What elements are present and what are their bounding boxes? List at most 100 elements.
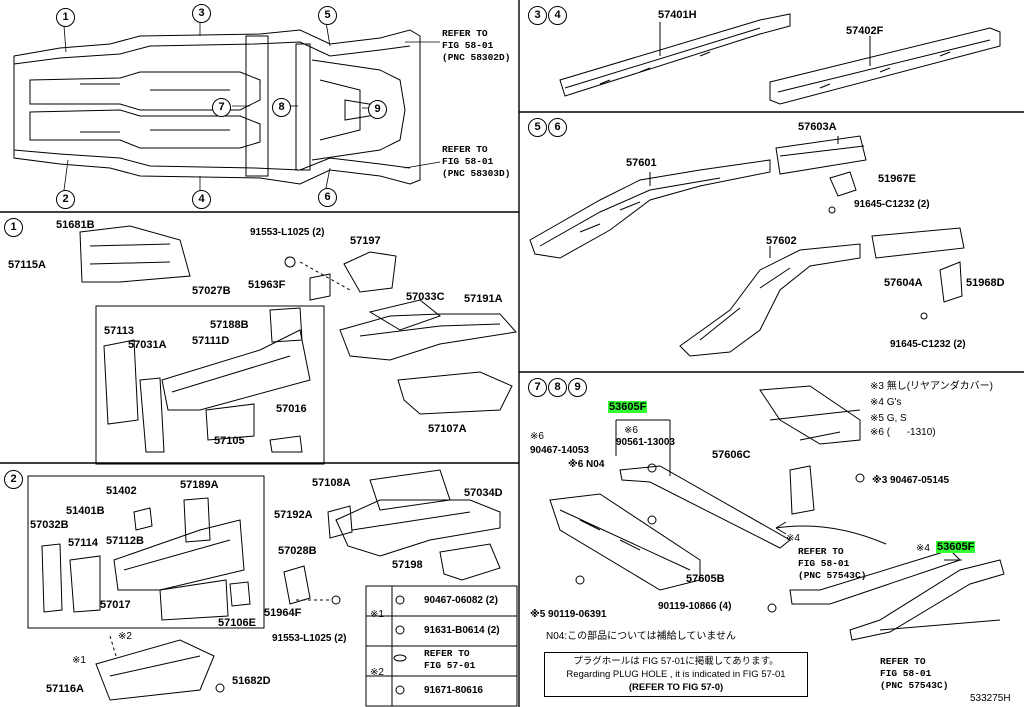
part-57402f[interactable]: 57402F — [846, 25, 884, 37]
part-57112b[interactable]: 57112B — [106, 535, 144, 547]
marker-7[interactable]: 7 — [212, 98, 231, 117]
head-marker-9: 9 — [568, 378, 587, 397]
marker-6[interactable]: 6 — [318, 188, 337, 207]
head-marker-7: 7 — [528, 378, 547, 397]
part-51681b[interactable]: 51681B — [56, 219, 95, 231]
mark-4-a: ※4 — [786, 533, 800, 544]
highlight-53605f-a[interactable]: 53605F — [608, 401, 648, 413]
mark-6-a: ※6 — [530, 431, 544, 442]
marker-5[interactable]: 5 — [318, 6, 337, 25]
note-mark-2: ※2 — [118, 631, 132, 642]
part-51968d[interactable]: 51968D — [966, 277, 1005, 289]
head-marker-3: 3 — [528, 6, 547, 25]
part-57197[interactable]: 57197 — [350, 235, 381, 247]
head-marker-8: 8 — [548, 378, 567, 397]
part-57198[interactable]: 57198 — [392, 559, 423, 571]
part-53605f-a[interactable]: 53605F — [608, 401, 648, 413]
rail-art-56 — [529, 135, 965, 357]
part-90467-05145[interactable]: ※3 90467-05145 — [872, 475, 950, 486]
part-57602[interactable]: 57602 — [766, 235, 797, 247]
section-head-34: 3 4 — [528, 6, 567, 25]
n04-note: N04:この部品については補給していません — [546, 631, 737, 642]
box-part-91631-b0614[interactable]: 91631-B0614 (2) — [424, 625, 500, 636]
part-57114[interactable]: 57114 — [68, 537, 98, 549]
part-n04[interactable]: ※6 N04 — [568, 459, 605, 470]
part-91553-l1025-a[interactable]: 91553-L1025 (2) — [250, 227, 325, 238]
part-57401h[interactable]: 57401H — [658, 9, 697, 21]
part-57031a[interactable]: 57031A — [128, 339, 167, 351]
part-91553-l1025-b[interactable]: 91553-L1025 (2) — [272, 633, 347, 644]
marker-8[interactable]: 8 — [272, 98, 291, 117]
marker-9[interactable]: 9 — [368, 100, 387, 119]
box-refer-57-01[interactable]: REFER TO FIG 57-01 — [424, 648, 476, 671]
part-53605f-b[interactable]: 53605F — [936, 541, 976, 553]
part-90119-06391[interactable]: ※5 90119-06391 — [530, 609, 607, 620]
mark-4-b: ※4 — [916, 543, 930, 554]
note-3: ※3 無し(リヤアンダカバー) — [870, 381, 993, 392]
part-51401b[interactable]: 51401B — [66, 505, 105, 517]
part-57107a[interactable]: 57107A — [428, 423, 467, 435]
refer-57543c-b[interactable]: REFER TO FIG 58-01 (PNC 57543C) — [880, 656, 949, 691]
part-57188b[interactable]: 57188B — [210, 319, 249, 331]
head-marker-6: 6 — [548, 118, 567, 137]
refer-58302d[interactable]: REFER TO FIG 58-01 (PNC 58302D) — [442, 28, 511, 63]
part-57116a[interactable]: 57116A — [46, 683, 84, 695]
marker-3[interactable]: 3 — [192, 4, 211, 23]
part-57016[interactable]: 57016 — [276, 403, 307, 415]
part-57113[interactable]: 57113 — [104, 325, 134, 337]
part-57108a[interactable]: 57108A — [312, 477, 351, 489]
part-57192a[interactable]: 57192A — [274, 509, 313, 521]
part-91645-c1232-b[interactable]: 91645-C1232 (2) — [890, 339, 966, 350]
part-51682d[interactable]: 51682D — [232, 675, 271, 687]
part-90119-10866[interactable]: 90119-10866 (4) — [658, 601, 732, 612]
section-head-1: 1 — [4, 218, 23, 237]
note-mark-1: ※1 — [72, 655, 86, 666]
part-57191a[interactable]: 57191A — [464, 293, 503, 305]
parts-art-789 — [549, 385, 1005, 641]
part-57106e[interactable]: 57106E — [218, 617, 256, 629]
part-51402[interactable]: 51402 — [106, 485, 137, 497]
part-57034d[interactable]: 57034D — [464, 487, 503, 499]
part-90467-14053[interactable]: 90467-14053 — [530, 445, 589, 456]
part-57601[interactable]: 57601 — [626, 157, 657, 169]
box-part-91671-80616[interactable]: 91671-80616 — [424, 685, 483, 696]
box-part-90467-06082[interactable]: 90467-06082 (2) — [424, 595, 498, 606]
marker-4[interactable]: 4 — [192, 190, 211, 209]
marker-2[interactable]: 2 — [56, 190, 75, 209]
part-57032b[interactable]: 57032B — [30, 519, 69, 531]
head-marker-5: 5 — [528, 118, 547, 137]
parts-art-2 — [27, 469, 518, 707]
head-marker-4: 4 — [548, 6, 567, 25]
section-head-56: 5 6 — [528, 118, 567, 137]
marker-1[interactable]: 1 — [56, 8, 75, 27]
part-90561-13003[interactable]: 90561-13003 — [616, 437, 675, 448]
part-57105[interactable]: 57105 — [214, 435, 245, 447]
plug-hole-refer[interactable]: (REFER TO FIG 57-0) — [628, 682, 724, 693]
part-57189a[interactable]: 57189A — [180, 479, 219, 491]
part-91645-c1232-a[interactable]: 91645-C1232 (2) — [854, 199, 930, 210]
box-mark-2: ※2 — [370, 667, 384, 678]
part-57603a[interactable]: 57603A — [798, 121, 837, 133]
part-51967e[interactable]: 51967E — [878, 173, 916, 185]
refer-57543c-a[interactable]: REFER TO FIG 58-01 (PNC 57543C) — [798, 546, 867, 581]
note-4: ※4 G's — [870, 397, 902, 408]
part-57115a[interactable]: 57115A — [8, 259, 46, 271]
part-57028b[interactable]: 57028B — [278, 545, 317, 557]
refer-58303d[interactable]: REFER TO FIG 58-01 (PNC 58303D) — [442, 144, 511, 179]
parts-art-1 — [79, 225, 517, 465]
part-51963f[interactable]: 51963F — [248, 279, 286, 291]
part-57027b[interactable]: 57027B — [192, 285, 231, 297]
plug-hole-note: プラグホールは FIG 57-01に掲載してあります。 Regarding PL… — [544, 652, 808, 697]
highlight-53605f-b[interactable]: 53605F — [936, 541, 976, 553]
note-5: ※5 G, S — [870, 413, 907, 424]
part-57606c[interactable]: 57606C — [712, 449, 751, 461]
part-57605b[interactable]: 57605B — [686, 573, 725, 585]
part-57111d[interactable]: 57111D — [192, 335, 230, 347]
part-51964f[interactable]: 51964F — [264, 607, 302, 619]
part-57017[interactable]: 57017 — [100, 599, 131, 611]
part-57033c[interactable]: 57033C — [406, 291, 445, 303]
note-6: ※6 ( -1310) — [870, 427, 936, 438]
part-57604a[interactable]: 57604A — [884, 277, 923, 289]
footer-code: 533275H — [970, 693, 1011, 704]
